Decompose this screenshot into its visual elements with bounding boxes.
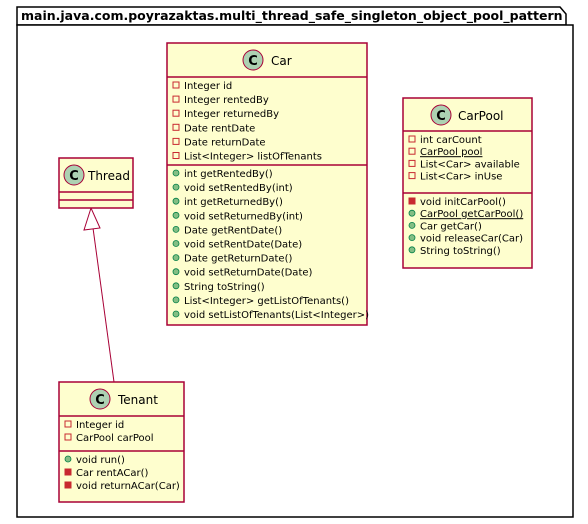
- class-method: Date getRentDate(): [184, 225, 282, 236]
- private-field-icon: [172, 137, 180, 145]
- class-field: int carCount: [420, 135, 482, 146]
- class-name: Thread: [87, 169, 130, 183]
- class-method: Car getCar(): [420, 221, 482, 232]
- private-method-icon: [64, 481, 72, 489]
- private-method-icon: [64, 468, 72, 476]
- class-method: int getRentedBy(): [184, 169, 273, 180]
- class-method: void setReturnDate(Date): [184, 268, 313, 279]
- public-method-icon: [64, 455, 72, 463]
- package-title: main.java.com.poyrazaktas.multi_thread_s…: [21, 8, 563, 24]
- class-name: Tenant: [117, 393, 158, 407]
- private-field-icon: [172, 123, 180, 131]
- public-method-icon: [172, 211, 180, 219]
- class-method: void run(): [76, 455, 125, 466]
- class-circle-icon: [242, 49, 264, 71]
- class-method: void initCarPool(): [420, 197, 506, 208]
- public-method-icon: [408, 246, 416, 254]
- class-tenant[interactable]: C Tenant Integer id CarPool carPool void r…: [58, 381, 185, 503]
- private-method-icon: [408, 197, 416, 205]
- class-method: List<Integer> getListOfTenants(): [184, 296, 349, 307]
- public-method-icon: [172, 225, 180, 233]
- class-circle-icon: [89, 388, 111, 410]
- class-field: CarPool carPool: [76, 433, 154, 444]
- private-field-icon: [408, 147, 416, 155]
- class-car[interactable]: C Car Integer id Integer rentedByInteger …: [166, 42, 369, 326]
- private-field-icon: [172, 81, 180, 89]
- class-thread[interactable]: C Thread: [58, 157, 134, 209]
- public-method-icon: [172, 310, 180, 318]
- private-field-icon: [408, 135, 416, 143]
- class-method: String toString(): [420, 246, 501, 257]
- class-circle-letter: C: [69, 169, 79, 184]
- private-field-icon: [64, 433, 72, 441]
- public-method-icon: [172, 296, 180, 304]
- class-name: Car: [271, 54, 292, 68]
- class-field: Integer id: [76, 420, 124, 431]
- public-method-icon: [172, 197, 180, 205]
- class-circle-icon: [63, 164, 85, 186]
- class-circle-icon: [430, 104, 452, 126]
- public-method-icon: [172, 240, 180, 247]
- class-circle-letter: C: [248, 54, 258, 69]
- public-method-icon: [408, 221, 416, 229]
- private-field-icon: [172, 152, 180, 159]
- class-method: String toString(): [184, 282, 265, 293]
- class-field: Integer rentedBy: [184, 95, 269, 106]
- class-method: CarPool getCarPool(): [420, 209, 523, 220]
- class-method: int getReturnedBy(): [184, 197, 283, 208]
- inheritance-line: [92, 227, 115, 383]
- class-field: Integer returnedBy: [184, 109, 279, 120]
- inheritance-arrowhead: [83, 206, 101, 231]
- private-field-icon: [64, 420, 72, 428]
- public-method-icon: [172, 183, 180, 191]
- class-field: Date returnDate: [184, 137, 266, 148]
- private-field-icon: [172, 95, 180, 103]
- private-field-icon: [172, 109, 180, 117]
- class-field: List<Car> available: [420, 159, 520, 170]
- class-field: List<Integer> listOfTenants: [184, 152, 322, 163]
- public-method-icon: [408, 209, 416, 217]
- class-method: void setRentDate(Date): [184, 240, 302, 251]
- class-method: void setRentedBy(int): [184, 183, 293, 194]
- class-method: void setListOfTenants(List<Integer>): [184, 310, 369, 321]
- class-field: Integer id: [184, 81, 232, 92]
- public-method-icon: [408, 234, 416, 242]
- class-circle-letter: C: [95, 393, 105, 408]
- class-method: Car rentACar(): [76, 468, 148, 479]
- class-field: List<Car> inUse: [420, 172, 502, 183]
- class-field: CarPool pool: [420, 147, 482, 158]
- class-circle-letter: C: [436, 109, 446, 124]
- private-field-icon: [408, 172, 416, 180]
- class-method: void setReturnedBy(int): [184, 211, 303, 222]
- public-method-icon: [172, 169, 180, 177]
- private-field-icon: [408, 159, 416, 167]
- class-field: Date rentDate: [184, 123, 255, 134]
- public-method-icon: [172, 254, 180, 262]
- class-name: CarPool: [458, 109, 504, 123]
- public-method-icon: [172, 268, 180, 276]
- package-tab: [16, 6, 567, 26]
- class-method: Date getReturnDate(): [184, 254, 292, 265]
- public-method-icon: [172, 282, 180, 290]
- class-method: void releaseCar(Car): [420, 234, 523, 245]
- class-method: void returnACar(Car): [76, 481, 180, 492]
- inheritance-edge: [83, 206, 115, 383]
